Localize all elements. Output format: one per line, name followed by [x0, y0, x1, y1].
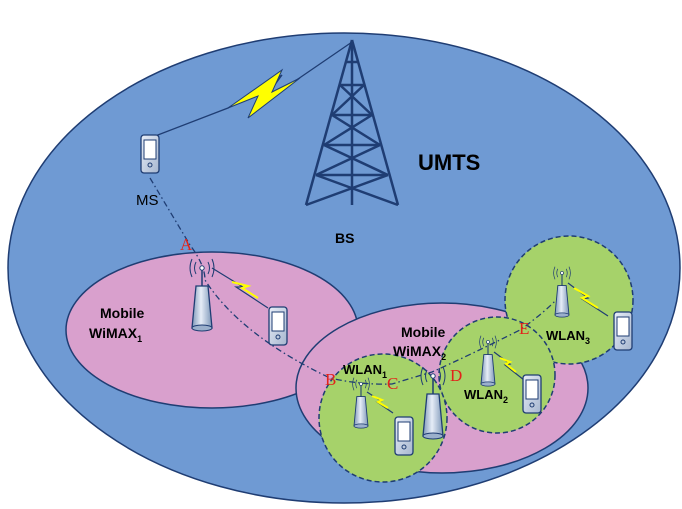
wlan2-label: WLAN2: [464, 387, 508, 405]
wimax2-label-line1: Mobile: [401, 324, 446, 340]
umts-label: UMTS: [418, 150, 480, 175]
wlan3-phone-icon: [613, 311, 633, 351]
wlan2-phone-icon: [522, 374, 542, 414]
path-point-d: D: [450, 366, 462, 385]
ms-label: MS: [136, 192, 159, 209]
wimax2-label-line2: WiMAX2: [393, 343, 446, 362]
path-point-b: B: [325, 370, 336, 389]
wimax1-phone-icon: [268, 306, 288, 346]
lightning-bolt-icon: [227, 68, 301, 119]
wlan2-lightning-icon: [499, 357, 517, 373]
wimax1-lightning-icon: [231, 281, 259, 299]
wimax1-link-icon: [211, 267, 269, 309]
wlan3-lightning-icon: [573, 287, 599, 309]
ms-phone-icon: [140, 134, 160, 174]
wimax1-label-line2: WiMAX1: [89, 325, 142, 344]
bs-label: BS: [335, 230, 354, 246]
wlan1-cell: [318, 353, 448, 483]
wlan3-label: WLAN3: [546, 328, 590, 346]
path-point-a: A: [180, 235, 193, 254]
wlan1-phone-icon: [394, 416, 414, 456]
handover-path: [149, 177, 559, 385]
bs-tower-icon: [304, 39, 400, 207]
path-point-c: C: [387, 374, 398, 393]
wlan1-label: WLAN1: [343, 362, 387, 380]
wlan1-lightning-icon: [371, 395, 389, 409]
wimax1-label-line1: Mobile: [100, 305, 145, 321]
path-point-e: E: [519, 319, 529, 338]
